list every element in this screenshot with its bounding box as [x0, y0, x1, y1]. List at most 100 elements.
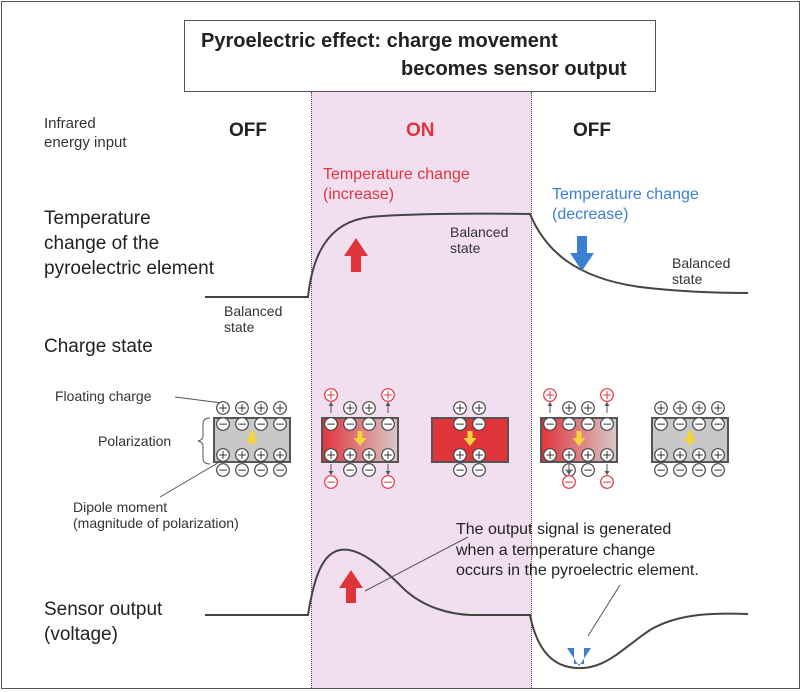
charge-symbol: +: [583, 448, 593, 462]
charge-symbol: −: [364, 463, 374, 477]
charge-circle: [235, 417, 249, 431]
minus-charge: −: [453, 417, 467, 431]
state-off-1: OFF: [229, 120, 267, 141]
charge-circle: [581, 417, 595, 431]
charge-circle: [381, 388, 395, 402]
element-balanced-off-2: −−−−++++++++−−−−: [651, 401, 729, 477]
title-box: Pyroelectric effect: charge movement bec…: [184, 20, 656, 92]
charge-symbol: +: [345, 448, 355, 462]
charge-symbol: −: [656, 417, 666, 431]
charge-symbol: −: [364, 417, 374, 431]
minus-charge: −: [216, 417, 230, 431]
charge-symbol: +: [656, 448, 666, 462]
charge-circle: [673, 463, 687, 477]
charge-circle: [273, 401, 287, 415]
charge-symbol: −: [694, 463, 704, 477]
charge-symbol: +: [694, 448, 704, 462]
note-leader-line-2: [587, 584, 621, 637]
minus-charge: −: [254, 463, 268, 477]
minus-charge: −: [216, 463, 230, 477]
charge-circle: [343, 448, 357, 462]
charge-circle: [711, 417, 725, 431]
charge-circle: [216, 401, 230, 415]
title-line-1: Pyroelectric effect: charge movement: [201, 30, 558, 52]
charge-symbol: +: [237, 401, 247, 415]
charge-symbol: −: [218, 463, 228, 477]
charge-symbol: −: [218, 417, 228, 431]
charge-symbol: +: [218, 448, 228, 462]
charge-circle: [381, 417, 395, 431]
charge-symbol: +: [364, 448, 374, 462]
charge-symbol: +: [237, 448, 247, 462]
charge-circle: [453, 448, 467, 462]
minus-charge: −: [235, 463, 249, 477]
plus-charge: +: [581, 401, 595, 415]
charge-circle: [362, 463, 376, 477]
minus-charge: −: [562, 475, 576, 489]
plus-charge: +: [654, 401, 668, 415]
minus-charge: −: [472, 463, 486, 477]
output-decrease-arrow: [567, 648, 591, 666]
balanced-state-label-1: Balanced state: [224, 303, 283, 335]
charge-symbol: +: [383, 448, 393, 462]
minus-charge: −: [453, 463, 467, 477]
charge-symbol: +: [275, 448, 285, 462]
charge-symbol: −: [237, 417, 247, 431]
charge-symbol: −: [602, 475, 612, 489]
temp-change-increase-label: Temperature change (increase): [323, 166, 470, 203]
temp-decrease-arrow: [570, 236, 594, 271]
charge-circle: [273, 448, 287, 462]
charge-circle: [453, 401, 467, 415]
charge-circle: [324, 417, 338, 431]
minus-charge: −: [235, 417, 249, 431]
balanced-state-label-3: Balanced state: [672, 255, 731, 287]
output-signal-note: The output signal is generated when a te…: [456, 521, 699, 579]
charge-symbol: −: [545, 417, 555, 431]
charge-symbol: −: [675, 463, 685, 477]
plus-charge: +: [343, 448, 357, 462]
charge-circle: [254, 401, 268, 415]
charge-circle: [711, 463, 725, 477]
charge-circle: [216, 417, 230, 431]
charge-circle: [543, 448, 557, 462]
charge-circle: [654, 417, 668, 431]
charge-circle: [692, 463, 706, 477]
minus-charge: −: [654, 463, 668, 477]
minus-charge: −: [562, 417, 576, 431]
charge-circle: [343, 417, 357, 431]
charge-symbol: +: [694, 401, 704, 415]
dipole-arrow: [683, 431, 697, 446]
charge-symbol: +: [545, 388, 555, 402]
charge-circle: [600, 417, 614, 431]
charge-circle: [216, 448, 230, 462]
row-label-temperature: Temperature change of the pyroelectric e…: [44, 208, 215, 279]
plus-charge: +: [472, 448, 486, 462]
charge-circle: [324, 475, 338, 489]
minus-charge: −: [692, 463, 706, 477]
charge-move-arrowhead: [604, 471, 610, 475]
charge-symbol: −: [675, 417, 685, 431]
minus-charge: −: [362, 463, 376, 477]
note-leader-line-1: [364, 536, 469, 592]
plus-charge: +: [254, 448, 268, 462]
charge-symbol: −: [694, 417, 704, 431]
plus-charge: +: [673, 401, 687, 415]
charge-circle: [581, 463, 595, 477]
charge-circle: [562, 417, 576, 431]
charge-symbol: −: [455, 463, 465, 477]
plus-charge: +: [324, 388, 338, 402]
charge-circle: [254, 448, 268, 462]
charge-symbol: −: [583, 463, 593, 477]
charge-symbol: −: [256, 463, 266, 477]
charge-symbol: −: [326, 417, 336, 431]
charge-symbol: +: [275, 401, 285, 415]
charge-circle: [472, 448, 486, 462]
dipole-moment-label: Dipole moment (magnitude of polarization…: [73, 499, 239, 531]
charge-circle: [673, 401, 687, 415]
charge-circle: [453, 463, 467, 477]
charge-symbol: +: [675, 448, 685, 462]
charge-circle: [654, 463, 668, 477]
charge-symbol: +: [675, 401, 685, 415]
plus-charge: +: [562, 401, 576, 415]
charge-circle: [362, 417, 376, 431]
